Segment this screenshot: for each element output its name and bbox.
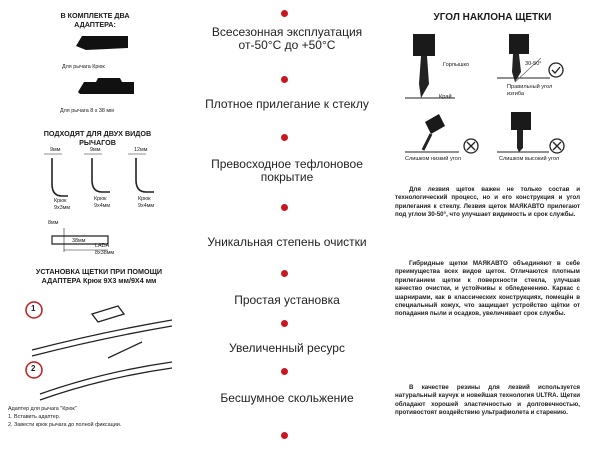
fit-title: ПОДХОДЯТ ДЛЯ ДВУХ ВИДОВ РЫЧАГОВ	[43, 129, 152, 147]
features-column: Всесезонная эксплуатация от-50°С до +50°…	[192, 0, 382, 450]
kit-title: В КОМПЛЕКТЕ ДВА АДАПТЕРА:	[60, 11, 130, 29]
correct-label: Правильный угол изгиба	[507, 84, 553, 97]
right-column: УГОЛ НАКЛОНА ЩЕТКИ Горлышко Край 30-50° …	[385, 0, 600, 450]
feature-dot	[281, 432, 288, 439]
edge-label: Край	[439, 94, 452, 100]
hook-3: Крюк 9х4мм	[138, 196, 155, 209]
install-diagram	[25, 301, 173, 401]
lada-arm-diagram	[51, 228, 109, 252]
feature-dot	[281, 368, 288, 375]
note-2: 1. Вставить адаптер.	[8, 414, 61, 420]
note-3: 2. Завести крюк рычага до полной фиксаци…	[8, 422, 122, 428]
adapter1-caption: Для рычага Крюк	[62, 64, 105, 70]
feature-3: Превосходное тефлоновое покрытие	[211, 157, 363, 184]
hook-2: Крюк 9х4мм	[94, 196, 111, 209]
lada-dim-2: 38мм	[72, 238, 86, 244]
feature-dot	[281, 320, 288, 327]
feature-5: Простая установка	[234, 293, 340, 307]
left-column: В КОМПЛЕКТЕ ДВА АДАПТЕРА: Для рычага Крю…	[0, 0, 190, 450]
feature-2: Плотное прилегание к стеклу	[205, 97, 369, 111]
paragraph-1: Для лезвия щеток важен не только состав …	[395, 186, 580, 219]
feature-dot	[281, 204, 288, 211]
arm-types-diagram	[44, 153, 154, 197]
paragraph-2: Гибридные щетки МАЯКАВТО объединяют в се…	[395, 260, 580, 318]
feature-dot	[281, 10, 288, 17]
feature-dot	[281, 270, 288, 277]
adapter2-caption: Для рычага 8 х 38 мм	[60, 108, 114, 114]
adapter-hook-icon	[76, 36, 128, 50]
feature-7: Бесшумное скольжение	[220, 391, 354, 405]
feature-dot	[281, 134, 288, 141]
note-1: Адаптер для рычага "Крюк"	[8, 406, 77, 412]
lada-dim-1: 8мм	[48, 220, 59, 226]
feature-4: Уникальная степень очистки	[207, 235, 367, 249]
high-label: Слишком высокий угол	[499, 156, 560, 162]
feature-dot	[281, 76, 288, 83]
angle-title: УГОЛ НАКЛОНА ЩЕТКИ	[433, 12, 552, 23]
size-3: 12мм	[134, 147, 148, 153]
paragraph-3: В качестве резины для лезвий используетс…	[395, 384, 580, 417]
low-label: Слишком низкий угол	[405, 156, 461, 162]
install-title: УСТАНОВКА ЩЕТКИ ПРИ ПОМОЩИ АДАПТЕРА Крюк…	[35, 267, 163, 285]
step-1: 1	[31, 304, 36, 313]
lada-label: LADA 8х38мм	[95, 243, 115, 256]
size-2: 9мм	[90, 147, 101, 153]
angle-label: 30-50°	[525, 61, 542, 67]
hook-1: Крюк 9х3мм	[54, 198, 71, 211]
feature-6: Увеличенный ресурс	[229, 341, 345, 355]
step-2: 2	[31, 364, 36, 373]
size-1: 9мм	[50, 147, 61, 153]
adapter-8x38-icon	[78, 78, 134, 94]
angle-diagram	[405, 34, 565, 154]
feature-1: Всесезонная эксплуатация от-50°С до +50°…	[211, 25, 363, 52]
leash-label: Горлышко	[443, 62, 470, 68]
